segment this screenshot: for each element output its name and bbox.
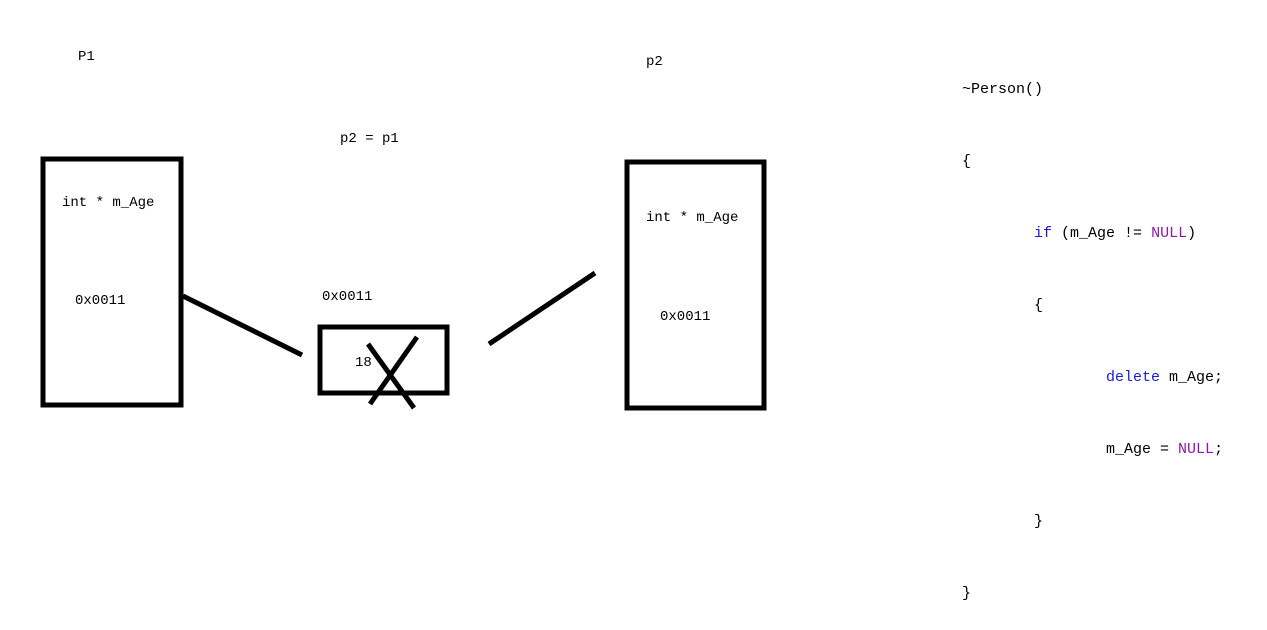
memory-diagram <box>40 156 767 411</box>
p2-member-label: int * m_Age <box>646 210 739 226</box>
code-line-1: ~Person() <box>962 81 1044 98</box>
destructor-code-block: ~Person() { if (m_Age != NULL) { delete … <box>962 30 1223 630</box>
inner-close-brace: } <box>1034 513 1044 530</box>
code-line-6: m_Age = NULL; <box>962 438 1223 462</box>
delete-keyword: delete <box>1106 369 1161 386</box>
if-condition-a: (m_Age != <box>1052 225 1152 242</box>
heap-memory-box <box>317 324 450 396</box>
if-keyword: if <box>1034 225 1053 242</box>
p2-object-box <box>624 159 767 411</box>
heap-value-label: 18 <box>355 355 372 371</box>
p1-object-box <box>40 156 184 408</box>
code-line-4: { <box>962 294 1223 318</box>
p1-label: P1 <box>78 49 95 65</box>
if-condition-b: ) <box>1187 225 1197 242</box>
p1-pointer-line <box>181 293 304 358</box>
null-keyword-2: NULL <box>1178 441 1215 458</box>
code-line-3: if (m_Age != NULL) <box>962 222 1223 246</box>
cross-mark-b <box>367 335 420 406</box>
null-keyword: NULL <box>1151 225 1188 242</box>
p2-address-label: 0x0011 <box>660 309 711 325</box>
code-line-8: } <box>962 585 972 602</box>
assignment-label: p2 = p1 <box>340 131 399 147</box>
inner-open-brace: { <box>1034 297 1044 314</box>
code-line-5: delete m_Age; <box>962 366 1223 390</box>
p2-pointer-line <box>487 270 597 347</box>
assign-semicolon: ; <box>1214 441 1224 458</box>
p2-label: p2 <box>646 54 663 70</box>
code-line-2: { <box>962 153 972 170</box>
p1-address-label: 0x0011 <box>75 293 126 309</box>
heap-address-label: 0x0011 <box>322 289 373 305</box>
delete-operand: m_Age; <box>1160 369 1224 386</box>
code-line-7: } <box>962 510 1223 534</box>
assign-lhs: m_Age = <box>1106 441 1179 458</box>
p1-member-label: int * m_Age <box>62 195 155 211</box>
